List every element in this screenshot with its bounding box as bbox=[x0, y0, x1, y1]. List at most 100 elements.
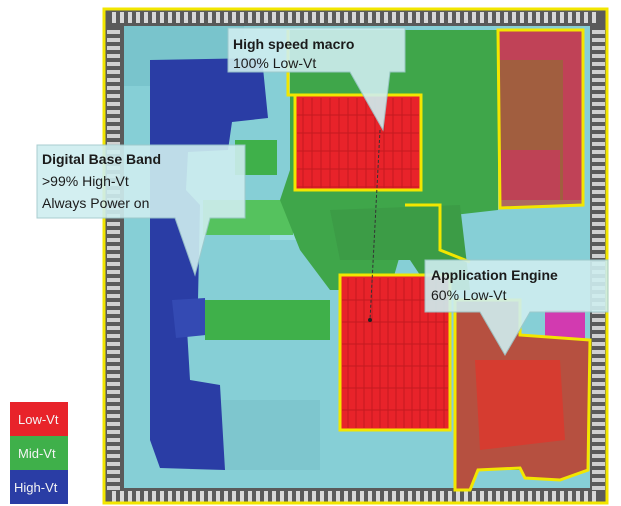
io-pad bbox=[424, 12, 428, 23]
io-pad bbox=[504, 12, 508, 23]
io-pad bbox=[280, 12, 284, 23]
io-pad bbox=[592, 446, 605, 450]
io-pad bbox=[304, 491, 308, 502]
io-pad bbox=[168, 491, 172, 502]
io-pad bbox=[592, 158, 605, 162]
io-pad bbox=[400, 491, 404, 502]
io-pad bbox=[592, 30, 605, 34]
io-pad bbox=[224, 12, 228, 23]
io-pad bbox=[107, 366, 120, 370]
io-pad bbox=[416, 12, 420, 23]
io-pad bbox=[592, 190, 605, 194]
callout-application-engine: Application Engine 60% Low-Vt bbox=[424, 259, 609, 356]
io-pad bbox=[488, 491, 492, 502]
io-pad bbox=[544, 12, 548, 23]
io-pad bbox=[272, 491, 276, 502]
io-pad bbox=[592, 134, 605, 138]
io-pad bbox=[592, 174, 605, 178]
io-pad bbox=[464, 491, 468, 502]
io-pad bbox=[107, 350, 120, 354]
io-pad bbox=[152, 12, 156, 23]
io-pad bbox=[392, 12, 396, 23]
io-pad bbox=[107, 78, 120, 82]
io-pad bbox=[592, 478, 605, 482]
io-pad bbox=[592, 406, 605, 410]
io-pad bbox=[208, 12, 212, 23]
io-pad bbox=[184, 491, 188, 502]
io-pad bbox=[592, 198, 605, 202]
io-pad bbox=[592, 166, 605, 170]
io-pad bbox=[432, 491, 436, 502]
io-pad bbox=[107, 286, 120, 290]
io-pad bbox=[368, 491, 372, 502]
io-pad bbox=[496, 12, 500, 23]
io-pad bbox=[107, 334, 120, 338]
io-pad bbox=[144, 12, 148, 23]
io-pad bbox=[448, 12, 452, 23]
io-pad bbox=[107, 358, 120, 362]
io-pad bbox=[488, 12, 492, 23]
io-pad bbox=[408, 491, 412, 502]
io-pad bbox=[107, 438, 120, 442]
high-speed-macro-block-top bbox=[293, 93, 423, 192]
io-pad bbox=[592, 318, 605, 322]
chip-outline bbox=[102, 7, 609, 505]
io-pad bbox=[384, 491, 388, 502]
io-pad bbox=[328, 491, 332, 502]
io-pad bbox=[107, 118, 120, 122]
io-pad bbox=[400, 12, 404, 23]
io-pad bbox=[592, 491, 596, 502]
io-pad bbox=[320, 491, 324, 502]
io-pad bbox=[464, 12, 468, 23]
io-pad bbox=[592, 438, 605, 442]
io-pad bbox=[592, 350, 605, 354]
io-pad bbox=[280, 491, 284, 502]
io-pad bbox=[200, 12, 204, 23]
io-pad bbox=[472, 491, 476, 502]
legend-swatch-mid-vt bbox=[10, 436, 68, 470]
callout-high-speed-macro: High speed macro 100% Low-Vt bbox=[227, 27, 406, 322]
io-pad bbox=[592, 12, 596, 23]
io-pad bbox=[248, 12, 252, 23]
io-pad bbox=[568, 12, 572, 23]
io-pad bbox=[592, 334, 605, 338]
high-speed-macro-detail: 100% Low-Vt bbox=[233, 55, 316, 71]
io-pad bbox=[216, 491, 220, 502]
io-pad bbox=[592, 214, 605, 218]
io-pad bbox=[592, 398, 605, 402]
io-pad bbox=[592, 142, 605, 146]
io-pad bbox=[592, 150, 605, 154]
io-pad bbox=[304, 12, 308, 23]
io-pad bbox=[312, 12, 316, 23]
io-pad bbox=[480, 12, 484, 23]
io-pad bbox=[416, 491, 420, 502]
io-pad bbox=[107, 142, 120, 146]
io-pad bbox=[592, 374, 605, 378]
io-pad bbox=[448, 491, 452, 502]
io-pad bbox=[112, 12, 116, 23]
io-pad bbox=[592, 54, 605, 58]
io-pad bbox=[456, 12, 460, 23]
io-pad bbox=[107, 30, 120, 34]
io-pad bbox=[576, 491, 580, 502]
io-pad bbox=[107, 310, 120, 314]
io-pad bbox=[176, 12, 180, 23]
io-pad bbox=[107, 54, 120, 58]
io-pad bbox=[408, 12, 412, 23]
io-pad bbox=[592, 110, 605, 114]
io-pad bbox=[256, 491, 260, 502]
io-pad bbox=[192, 491, 196, 502]
io-pad bbox=[107, 318, 120, 322]
io-pad bbox=[107, 238, 120, 242]
high-speed-macro-title: High speed macro bbox=[233, 36, 354, 52]
io-pad bbox=[376, 491, 380, 502]
io-pad bbox=[107, 278, 120, 282]
io-pad bbox=[592, 86, 605, 90]
io-pad bbox=[107, 254, 120, 258]
macro-stripe-pattern bbox=[297, 98, 448, 428]
io-pad bbox=[107, 446, 120, 450]
io-pad bbox=[144, 491, 148, 502]
io-pad bbox=[584, 12, 588, 23]
high-speed-macro-pointer-line bbox=[369, 129, 381, 321]
